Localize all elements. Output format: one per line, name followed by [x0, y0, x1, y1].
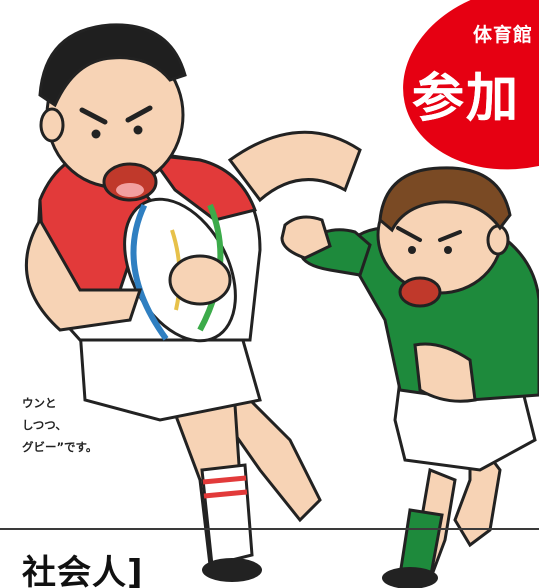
badge-label-main: 参加 [412, 69, 521, 129]
red-badge [403, 0, 539, 170]
red-player [24, 23, 362, 582]
badge-label-top: 体育館 [473, 24, 534, 46]
green-player [280, 166, 539, 588]
description-line-2: しつつ、 [22, 418, 67, 432]
section-divider [0, 528, 539, 530]
section-heading: 社会人] [22, 553, 144, 588]
description-line-1: ウンと [22, 396, 57, 410]
description-line-3: グビー”です。 [22, 440, 98, 454]
